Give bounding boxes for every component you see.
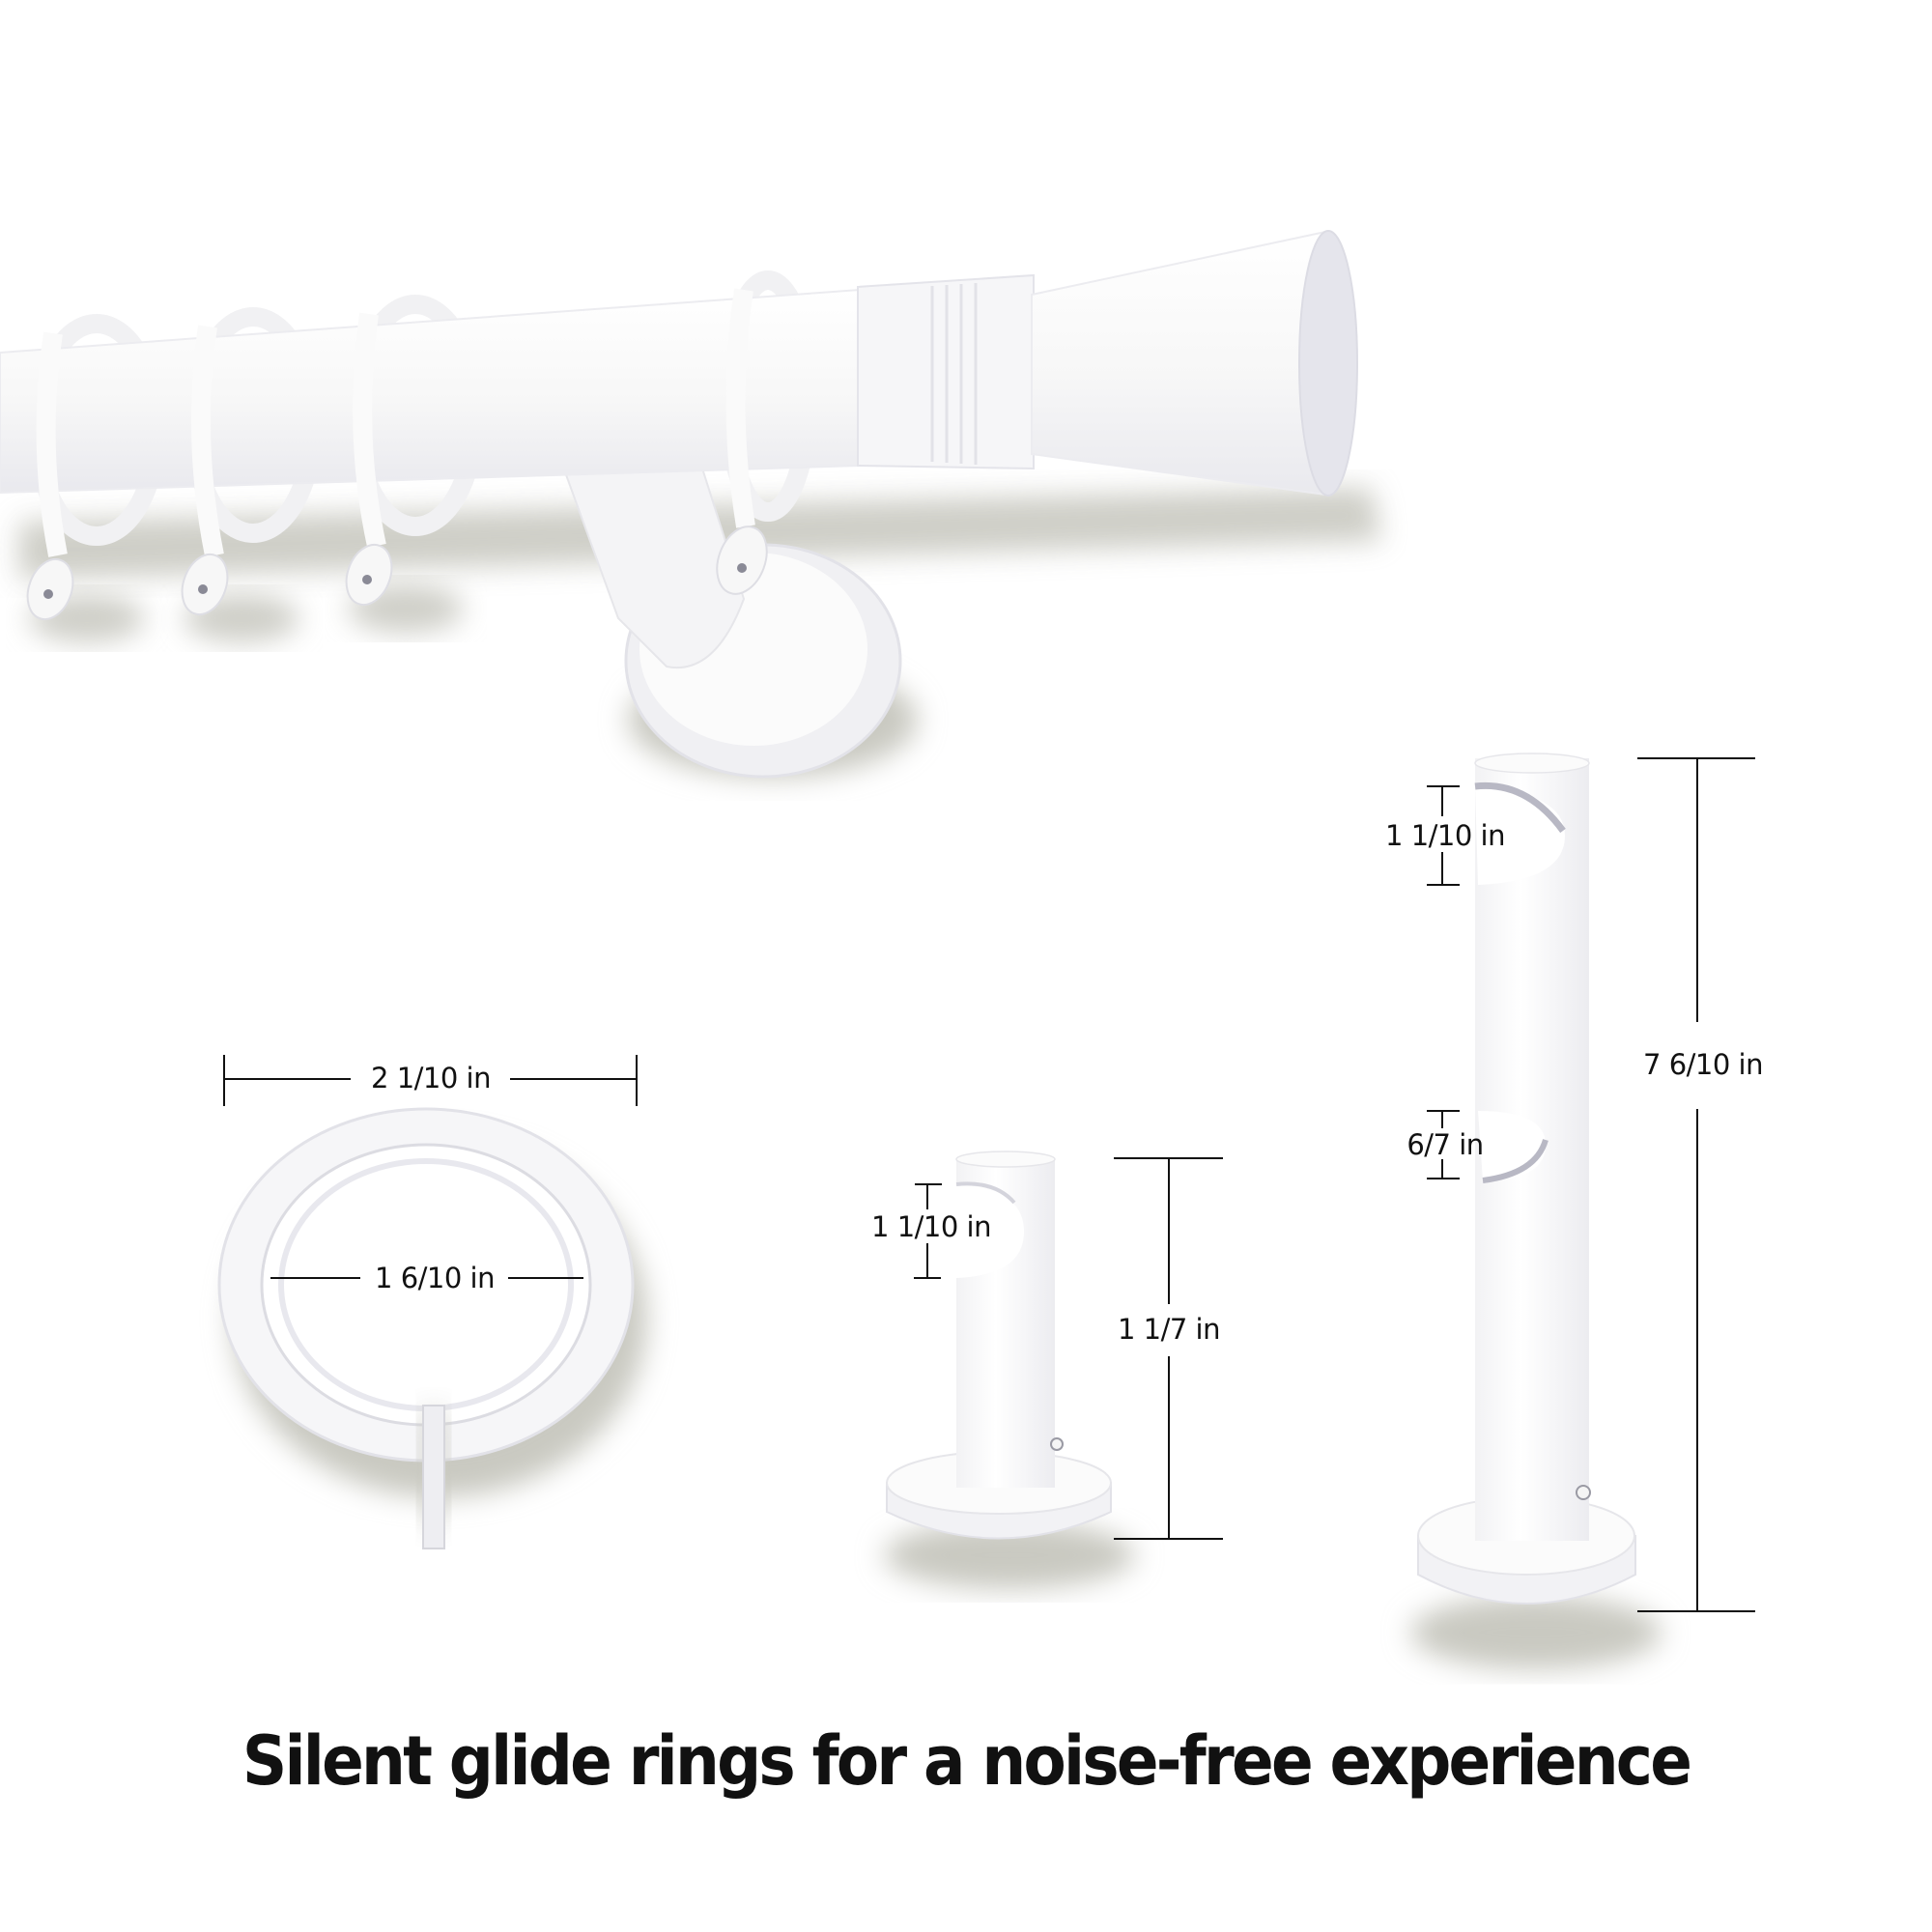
single-bracket-cutout-label: 1 1/10 in xyxy=(871,1210,991,1243)
rod-assembly xyxy=(0,230,1381,779)
double-bracket-bottom-cutout-label: 6/7 in xyxy=(1406,1128,1484,1161)
dimension-lines xyxy=(223,757,1755,1612)
single-bracket-height-label: 1 1/7 in xyxy=(1118,1313,1221,1346)
double-bracket-top-cutout-label: 1 1/10 in xyxy=(1385,819,1505,852)
double-bracket xyxy=(1410,753,1662,1669)
double-bracket-height-label: 7 6/10 in xyxy=(1643,1048,1763,1081)
ring-outer-diameter-label: 2 1/10 in xyxy=(371,1062,491,1094)
curtain-ring xyxy=(217,1107,647,1549)
ring-inner-diameter-label: 1 6/10 in xyxy=(375,1262,495,1294)
single-bracket xyxy=(884,1151,1135,1589)
feature-caption: Silent glide rings for a noise-free expe… xyxy=(242,1721,1692,1801)
